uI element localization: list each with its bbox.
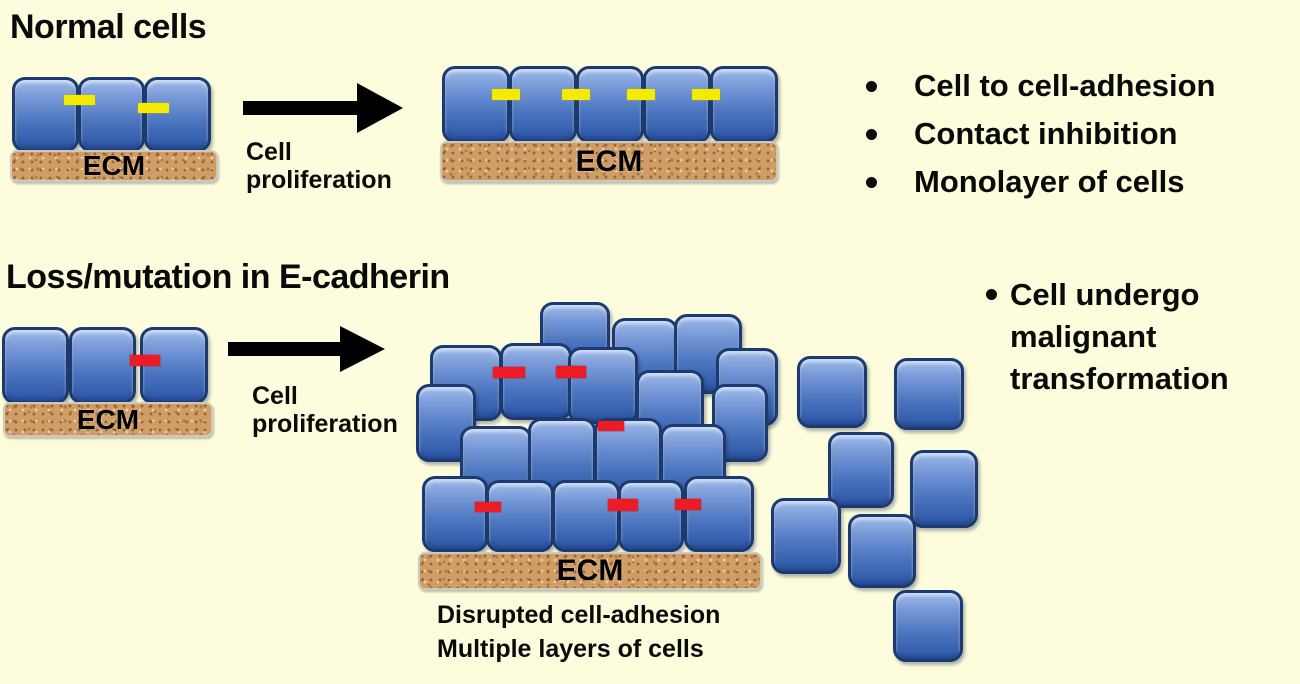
ecm-label: ECM	[556, 554, 624, 587]
cell	[712, 384, 768, 462]
cell	[442, 66, 510, 143]
cell	[684, 476, 754, 552]
ecm-bar: ECM	[10, 150, 218, 182]
e-cadherin-title: Loss/mutation in E-cadherin	[6, 258, 450, 296]
intact-junction	[138, 103, 169, 113]
list-item-label: Cell to cell-adhesion	[914, 68, 1216, 103]
bullet-dot-icon	[866, 128, 877, 140]
bullet-dot-icon	[866, 80, 877, 92]
broken-junction	[493, 367, 525, 378]
cell	[828, 432, 894, 508]
right-arrow-icon	[228, 326, 385, 372]
broken-junction	[608, 499, 638, 511]
bullet-dot-icon	[986, 289, 997, 300]
ecm-label: ECM	[82, 150, 146, 181]
intact-junction	[562, 89, 590, 100]
intact-junction	[627, 89, 655, 100]
right-arrow-icon	[243, 83, 403, 133]
list-item-label: Monolayer of cells	[914, 164, 1185, 199]
intact-junction	[64, 95, 95, 105]
cell	[643, 66, 711, 143]
arrow-label-line: Cell	[246, 138, 292, 166]
list-item-label: Contact inhibition	[914, 116, 1178, 151]
arrow-label-line: Cell	[252, 382, 298, 410]
intact-junction	[692, 89, 720, 100]
ecm-bar: ECM	[440, 141, 778, 182]
cell	[771, 498, 841, 574]
ecm-label: ECM	[76, 403, 140, 435]
arrow-label-line: proliferation	[252, 410, 398, 438]
bullet-dot-icon	[866, 176, 877, 188]
arrow-label-line: proliferation	[246, 166, 392, 194]
cell	[797, 356, 867, 428]
cell	[893, 590, 963, 662]
caption-line: Multiple layers of cells	[437, 635, 704, 663]
ecm-bar: ECM	[3, 402, 213, 437]
broken-junction	[130, 355, 160, 366]
broken-junction	[475, 502, 501, 512]
cell	[576, 66, 644, 143]
cell	[894, 358, 964, 430]
caption-line: Disrupted cell-adhesion	[437, 601, 721, 629]
broken-junction	[556, 366, 586, 378]
arrow-label: Cell proliferation	[252, 382, 398, 438]
cluster-caption: Disrupted cell-adhesion Multiple layers …	[437, 598, 720, 666]
proliferation-arrow	[228, 324, 385, 379]
list-item: Monolayer of cells	[866, 158, 1215, 206]
cell	[416, 384, 476, 462]
cell	[848, 514, 916, 588]
cell	[486, 480, 554, 552]
cell	[2, 327, 69, 404]
cell	[910, 450, 978, 528]
broken-junction	[598, 421, 624, 431]
list-item: Contact inhibition	[866, 110, 1215, 158]
arrow-label: Cell proliferation	[246, 138, 392, 194]
note-text: Cell undergo malignant transformation	[1010, 277, 1229, 396]
cell	[78, 77, 145, 152]
normal-cells-title: Normal cells	[10, 8, 207, 46]
ecm-bar: ECM	[418, 552, 762, 590]
intact-junction	[492, 89, 520, 100]
ecm-label: ECM	[575, 144, 643, 178]
malignant-transformation-note: Cell undergo malignant transformation	[986, 274, 1260, 400]
proliferation-arrow	[243, 80, 403, 141]
normal-features-list: Cell to cell-adhesion Contact inhibition…	[866, 62, 1215, 206]
list-item: Cell to cell-adhesion	[866, 62, 1215, 110]
broken-junction	[675, 499, 701, 510]
cell	[552, 480, 620, 552]
cell	[618, 480, 684, 552]
cell	[710, 66, 778, 143]
cell	[12, 77, 79, 152]
